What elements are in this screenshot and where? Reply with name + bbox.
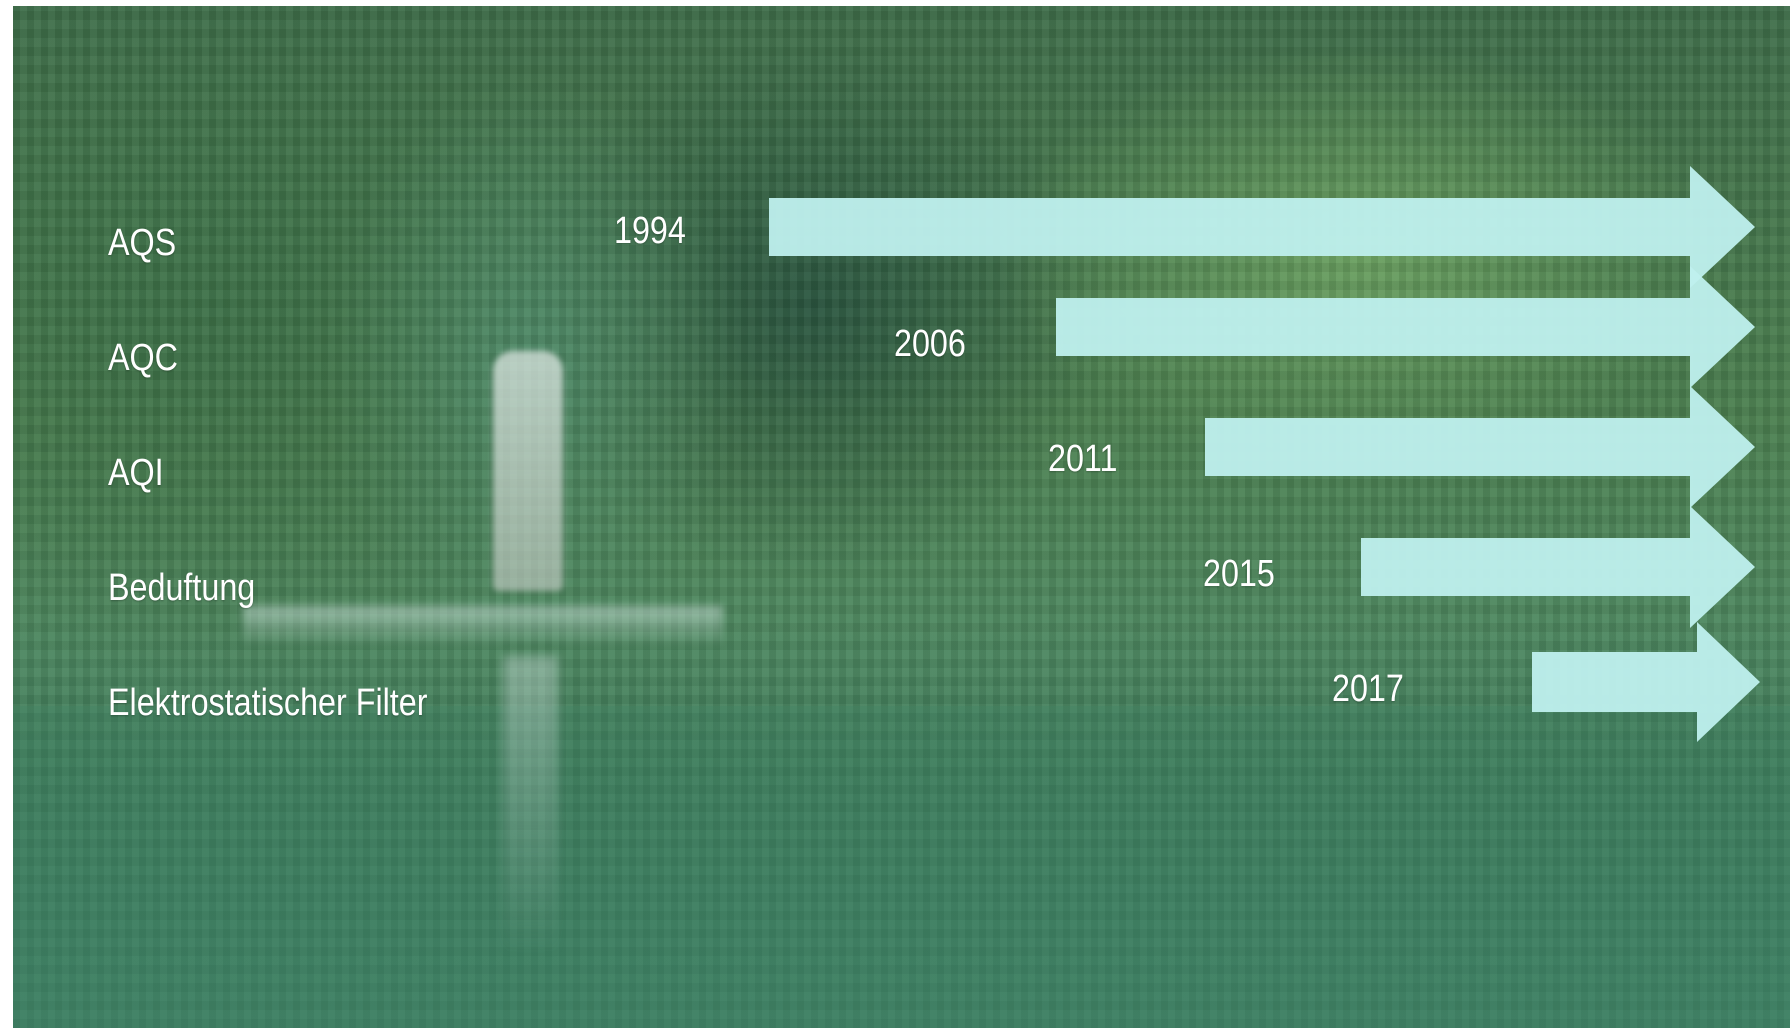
- row-year-aqs: 1994: [614, 210, 686, 252]
- arrow-aqc: [1056, 266, 1755, 388]
- row-label-elektrostatischer-filter: Elektrostatischer Filter: [108, 682, 428, 724]
- arrow-aqs: [769, 166, 1755, 288]
- waterfall: [493, 351, 563, 591]
- row-label-aqs: AQS: [108, 222, 177, 264]
- row-year-aqc: 2006: [894, 323, 966, 365]
- arrow-aqi: [1205, 386, 1755, 508]
- arrow-beduftung: [1361, 506, 1755, 628]
- row-label-aqi: AQI: [108, 452, 164, 494]
- row-label-beduftung: Beduftung: [108, 567, 256, 609]
- waterfall-forest-background: [13, 6, 1790, 1028]
- waterfall-pool: [243, 606, 723, 646]
- row-year-elektrostatischer-filter: 2017: [1332, 668, 1404, 710]
- arrow-elektrostatischer-filter: [1532, 622, 1760, 742]
- waterfall-reflection: [503, 656, 558, 956]
- lake-water: [13, 706, 1790, 1028]
- row-year-aqi: 2011: [1048, 438, 1118, 480]
- row-year-beduftung: 2015: [1203, 553, 1275, 595]
- row-label-aqc: AQC: [108, 337, 179, 379]
